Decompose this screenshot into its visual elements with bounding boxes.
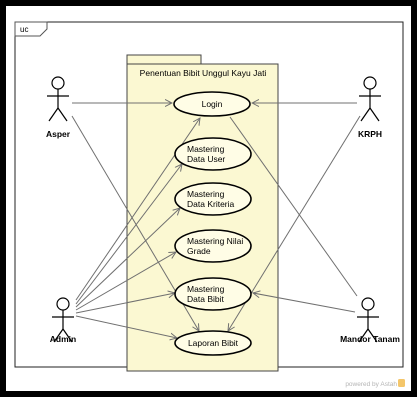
- watermark-text: powered by Astah: [345, 381, 397, 388]
- use-case-ellipse: [174, 137, 252, 171]
- actor-name: Mandor Tanam: [340, 334, 400, 344]
- use-case-login: Login: [173, 91, 251, 117]
- actor-name: Admin: [50, 334, 76, 344]
- actor-name: Asper: [46, 129, 71, 139]
- use-case-label: Mastering Nilai: [187, 236, 243, 246]
- use-case-label: Data Bibit: [187, 294, 224, 304]
- use-case-ellipse: [174, 182, 252, 216]
- actor-right-leg: [367, 328, 378, 343]
- actor-right-leg: [369, 107, 380, 122]
- association-admin-mastering-nilai-grade: [75, 252, 176, 311]
- use-case-label: Login: [202, 99, 223, 109]
- actor-asper: Asper: [46, 76, 71, 139]
- use-case-label: Mastering: [187, 189, 225, 199]
- association-admin-mastering-data-kriteria: [75, 208, 180, 308]
- actor-right-leg: [62, 328, 73, 343]
- association-admin-mastering-data-bibit: [75, 293, 175, 314]
- actor-left-leg: [358, 328, 369, 343]
- actor-head-icon: [51, 76, 65, 90]
- uc-frame-label: uc: [20, 25, 28, 34]
- actor-name: KRPH: [358, 129, 382, 139]
- actor-right-leg: [57, 107, 68, 122]
- use-case-label: Laporan Bibit: [188, 338, 239, 348]
- actor-left-leg: [48, 107, 59, 122]
- association-admin-mastering-data-user: [75, 164, 182, 305]
- actor-mandor-tanam: Mandor Tanam: [340, 297, 400, 344]
- actor-head-icon: [56, 297, 70, 311]
- use-case-ellipse: [174, 229, 252, 263]
- actor-head-icon: [361, 297, 375, 311]
- astah-logo-icon: [398, 379, 405, 387]
- actor-krph: KRPH: [358, 76, 382, 139]
- use-case-label: Data Kriteria: [187, 199, 235, 209]
- use-case-label: Data User: [187, 154, 225, 164]
- use-case-ellipse: [173, 91, 251, 117]
- use-case-laporan-bibit: Laporan Bibit: [174, 330, 252, 356]
- use-case-label: Grade: [187, 246, 211, 256]
- association-admin-laporan-bibit: [75, 315, 177, 338]
- package-tab: [126, 54, 202, 65]
- actor-left-leg: [53, 328, 64, 343]
- package-title: Penentuan Bibit Unggul Kayu Jati: [140, 68, 267, 78]
- actor-head-icon: [363, 76, 377, 90]
- use-case-label: Mastering: [187, 144, 225, 154]
- use-case-label: Mastering: [187, 284, 225, 294]
- association-mandor-tanam-mastering-data-bibit: [253, 293, 356, 313]
- association-mandor-tanam-login: [229, 116, 358, 297]
- watermark: powered by Astah: [345, 379, 405, 388]
- uc-frame-tab: uc: [14, 21, 48, 37]
- actor-left-leg: [360, 107, 371, 122]
- use-case-ellipse: [174, 330, 252, 356]
- actor-admin: Admin: [50, 297, 76, 344]
- use-case-ellipse: [174, 277, 252, 311]
